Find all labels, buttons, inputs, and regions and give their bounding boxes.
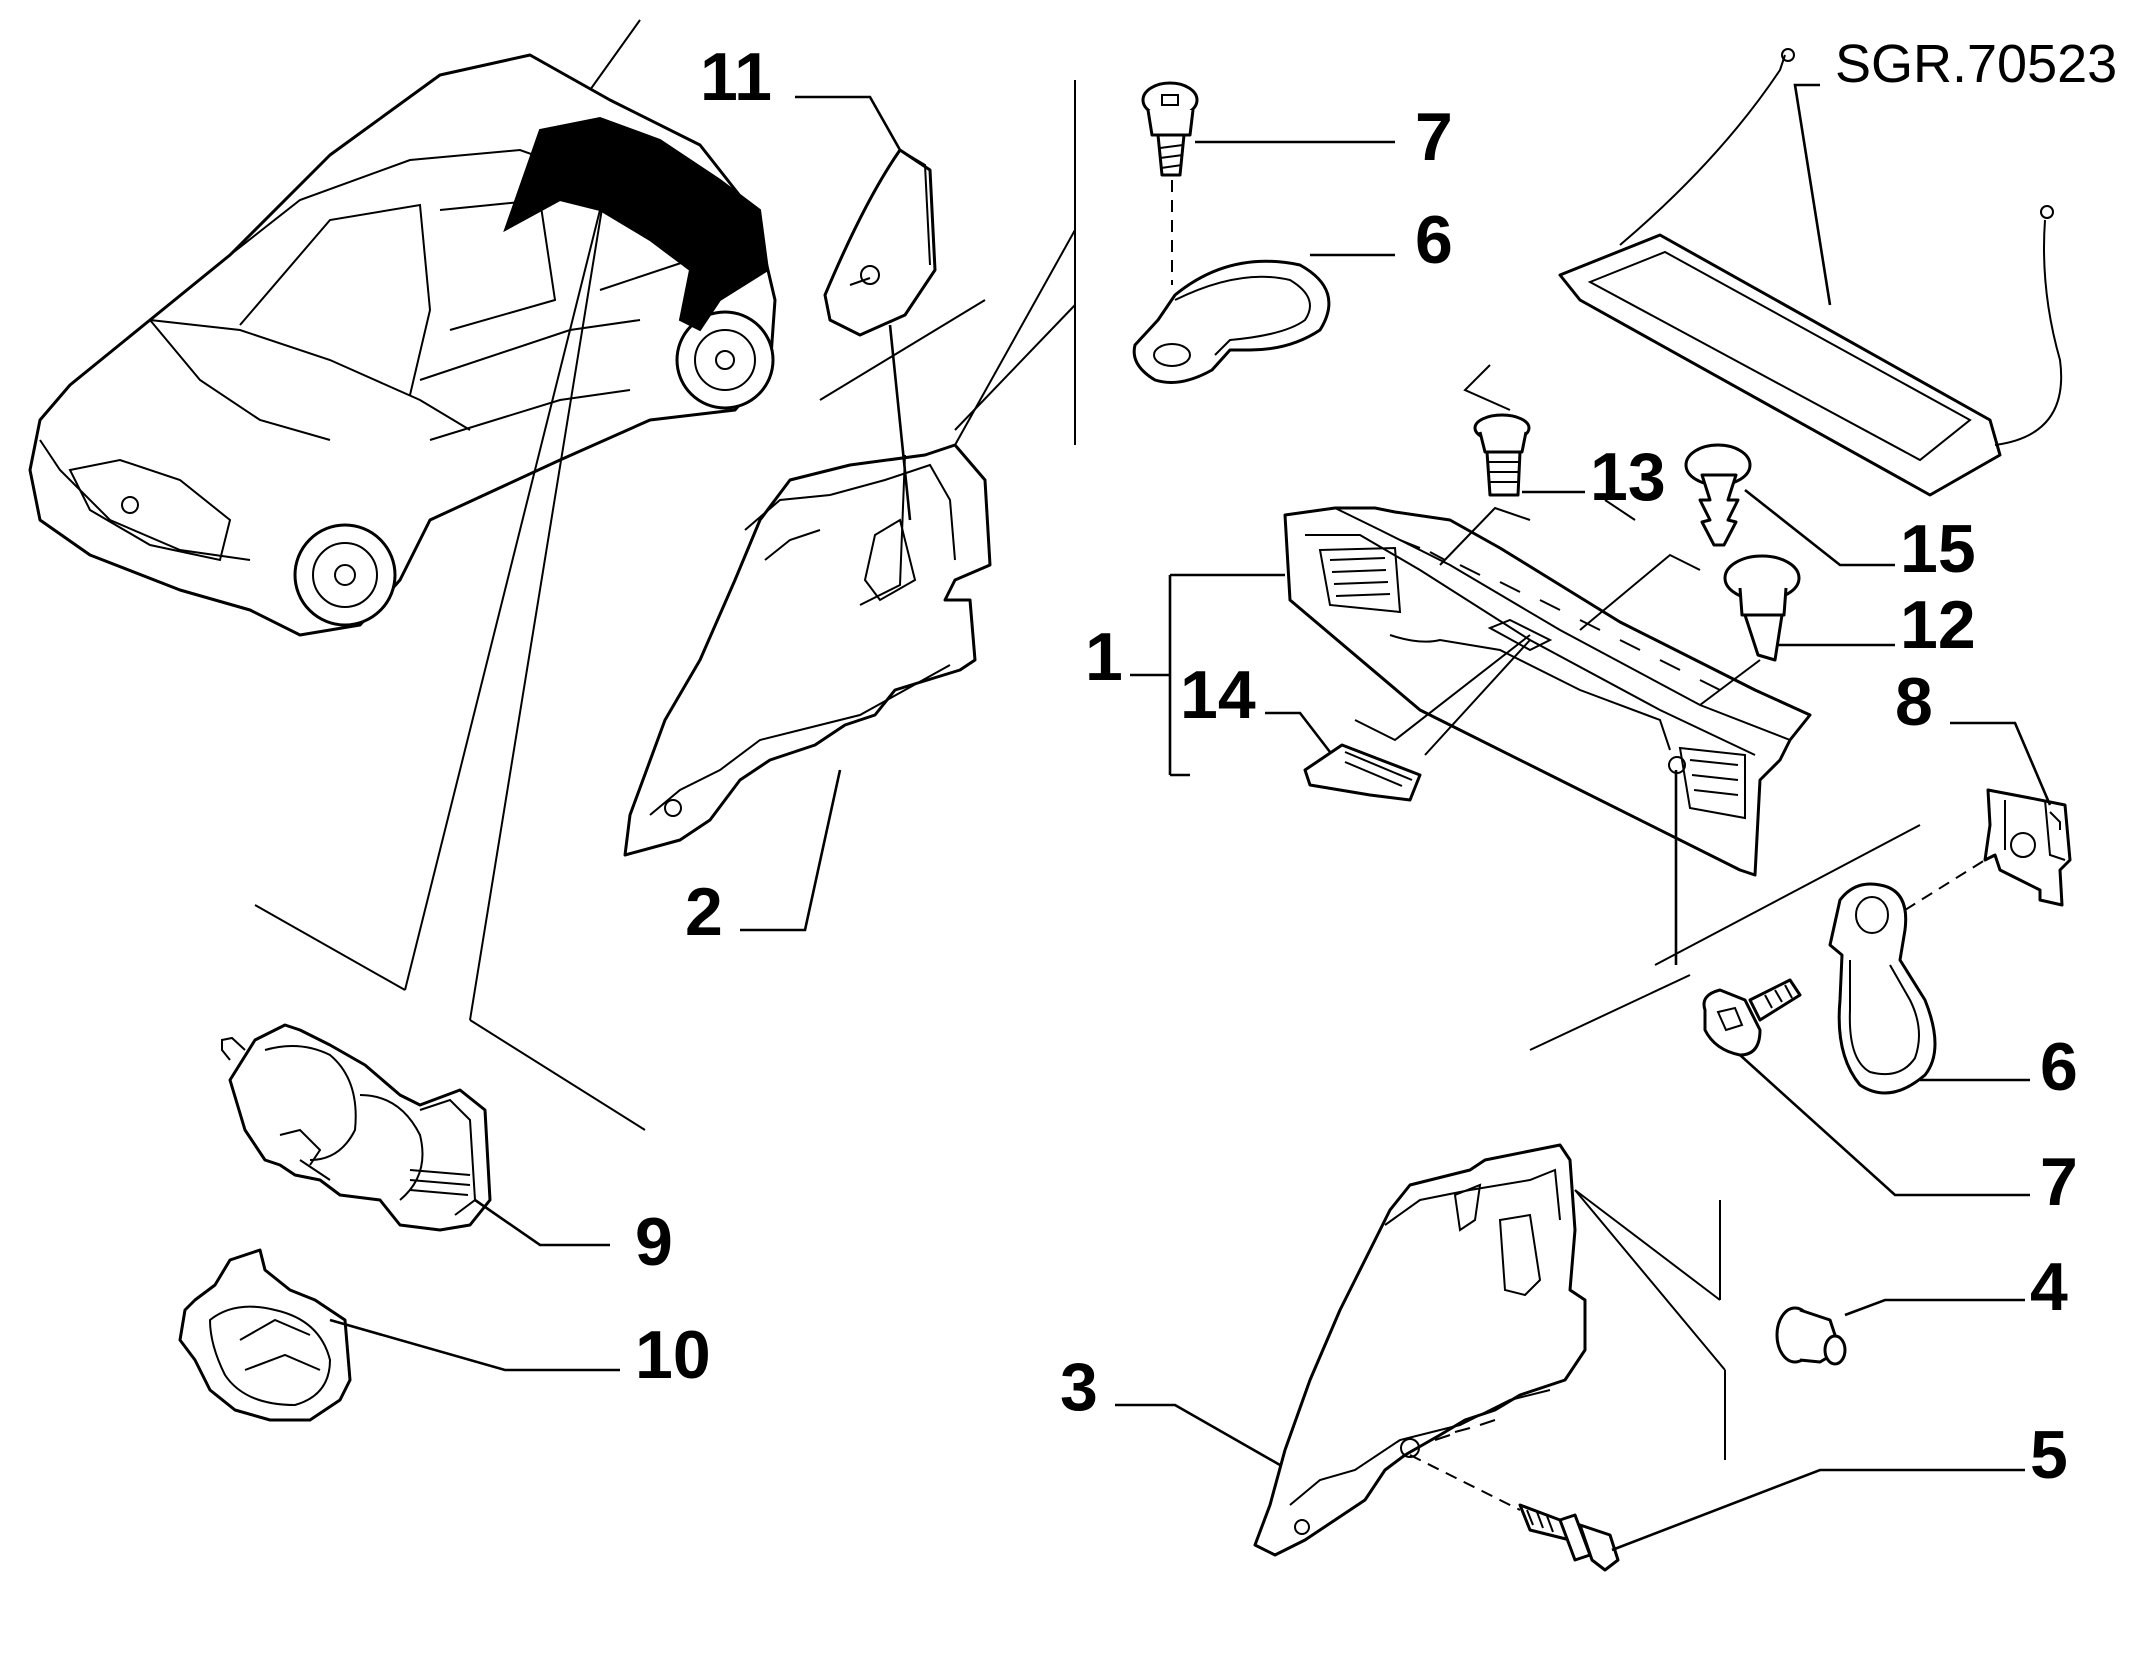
part-7-bolt-bottom [1702,978,1802,1057]
callout-11: 11 [700,39,772,115]
part-2-left-side-trim [623,443,992,857]
leader-4 [1844,1298,2025,1317]
projection-1a [1439,506,1531,566]
leader-9 [474,1198,610,1247]
part-1-rear-sill-trim [1283,506,1812,877]
part-3-right-side-trim [1253,1143,1587,1557]
part-11-trim-cap [823,148,937,337]
part-15-fir-tree-clip [1684,443,1752,547]
leader-8 [1950,721,2052,806]
callout-2: 2 [685,874,723,950]
callout-1: 1 [1085,619,1123,695]
part-parcel-shelf [1558,48,2063,497]
callout-9: 9 [635,1204,673,1280]
part-6-tie-ring-bottom [1828,882,1937,1095]
projection-1g [1654,824,1921,966]
leader-5 [1611,1468,2025,1552]
part-6-tie-ring-top [1132,259,1331,384]
callout-3: 3 [1060,1349,1098,1425]
callout-10: 10 [635,1317,711,1393]
part-10-bezel [178,1248,352,1422]
leader-3 [1115,1403,1281,1467]
callout-7-top: 7 [1415,99,1453,175]
projection-1b [1579,553,1701,631]
drawing-ref-label: SGR.70523 [1835,34,2117,94]
part-8-clip-bracket [1983,788,2072,907]
leader-15 [1744,488,1895,567]
leader-11 [795,95,902,151]
callout-6-bottom: 6 [2040,1029,2078,1105]
vehicle-overview [28,19,777,1131]
leader-7b [1739,1054,2030,1197]
callout-6-top: 6 [1415,202,1453,278]
projection-1f [1463,364,1636,521]
part-9-lock-actuator [221,1023,492,1232]
part-14-cover-plate [1303,743,1422,802]
projection-1d [1354,634,1531,742]
part-5-stud-bolt [1518,1503,1620,1572]
projection-2d [819,299,986,401]
callout-14: 14 [1180,657,1256,733]
part-7-bolt-top [1141,81,1199,177]
leader-14 [1265,711,1332,753]
projection-2b [954,304,1076,431]
leader-sgr [1793,83,1832,306]
projection-1h [1529,974,1691,1051]
axis-6b [1904,859,1986,911]
callout-4: 4 [2030,1249,2068,1325]
callout-8: 8 [1895,664,1933,740]
leader-2 [740,769,842,932]
callout-7-bottom: 7 [2040,1144,2078,1220]
leader-1 [1130,573,1285,777]
projection-3a [1574,1189,1721,1301]
part-12-retainer-clip [1723,554,1801,662]
callout-13: 13 [1590,439,1666,515]
projection-3b [1574,1189,1726,1371]
projection-2a [954,229,1076,446]
projection-1e [1424,639,1531,756]
callout-15: 15 [1900,511,1976,587]
axis-5 [1409,1454,1521,1511]
projection-1c [1699,659,1761,706]
callout-5: 5 [2030,1417,2068,1493]
leader-10 [329,1318,620,1372]
part-13-push-clip [1473,413,1531,497]
leader-11-pointer [888,324,912,521]
part-4-button-clip [1775,1306,1847,1366]
callout-12: 12 [1900,587,1976,663]
